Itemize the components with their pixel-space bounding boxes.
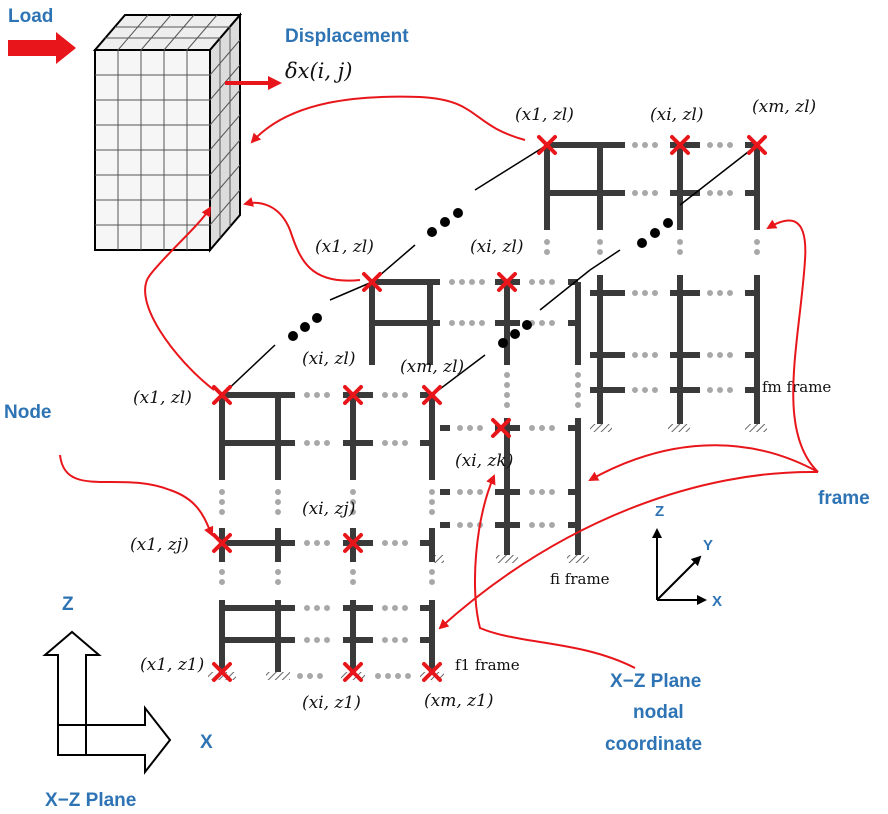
frame-label-fm: fm frame	[762, 378, 831, 396]
coord-mid-xi-zl: (xi, zl)	[470, 237, 524, 257]
displacement-symbol: δx(i, j)	[285, 59, 352, 83]
small-axis-y: Y	[703, 537, 713, 554]
displacement-arrow-icon	[225, 76, 282, 90]
frame-label: frame	[818, 488, 870, 509]
xz-plane-nodal-line1: X−Z Plane	[610, 671, 701, 692]
xz-plane-label: X−Z Plane	[45, 790, 136, 811]
node-marker-icon	[212, 385, 232, 405]
coord-back-xm-zl: (xm, zl)	[752, 97, 816, 117]
node-marker-icon	[343, 662, 363, 682]
node-marker-icon	[362, 272, 382, 292]
node-marker-icon	[497, 272, 517, 292]
middle-frame	[369, 279, 589, 563]
frame-label-f1: f1 frame	[455, 656, 520, 674]
node-marker-icon	[670, 135, 690, 155]
node-marker-icon	[422, 385, 442, 405]
load-arrow-icon	[8, 32, 76, 64]
coord-front-xi-zj: (xi, zj)	[302, 499, 355, 519]
front-frame	[208, 392, 444, 680]
callout-arrows	[59, 95, 819, 669]
coord-front-x1-zl: (x1, zl)	[133, 388, 192, 408]
xyz-axis-icon	[652, 528, 707, 605]
axis-x-label: X	[200, 732, 213, 753]
node-markers	[212, 135, 767, 682]
node-marker-icon	[422, 662, 442, 682]
coord-mid-xi-zk: (xi, zk)	[455, 451, 513, 471]
coord-front-xi-zl: (xi, zl)	[302, 349, 356, 369]
node-marker-icon	[491, 418, 511, 438]
displacement-label: Displacement	[285, 26, 409, 47]
coord-front-xm-z1: (xm, z1)	[424, 691, 494, 711]
node-marker-icon	[747, 135, 767, 155]
frame-label-fi: fi frame	[550, 570, 610, 588]
node-marker-icon	[537, 135, 557, 155]
coord-back-x1-zl: (x1, zl)	[515, 105, 574, 125]
node-marker-icon	[343, 385, 363, 405]
small-axis-x: X	[712, 593, 722, 610]
node-label: Node	[4, 402, 52, 423]
xz-plane-nodal-line3: coordinate	[605, 734, 702, 755]
small-axis-z: Z	[655, 503, 664, 520]
axis-z-label: Z	[62, 594, 74, 615]
building-block	[92, 12, 243, 253]
coord-front-x1-z1: (x1, z1)	[140, 655, 204, 675]
coord-front-xi-z1: (xi, z1)	[302, 693, 361, 713]
node-marker-icon	[212, 662, 232, 682]
xz-axis-icon	[42, 630, 172, 775]
back-frame	[544, 142, 767, 432]
coord-front-x1-zj: (x1, zj)	[130, 535, 189, 555]
xz-plane-nodal-line2: nodal	[633, 702, 684, 723]
coord-mid-x1-zl: (x1, zl)	[315, 237, 374, 257]
coord-back-xi-zl: (xi, zl)	[650, 105, 704, 125]
node-marker-icon	[343, 533, 363, 553]
load-label: Load	[8, 6, 53, 27]
node-marker-icon	[212, 533, 232, 553]
coord-front-xm-zl: (xm, zl)	[400, 357, 464, 377]
